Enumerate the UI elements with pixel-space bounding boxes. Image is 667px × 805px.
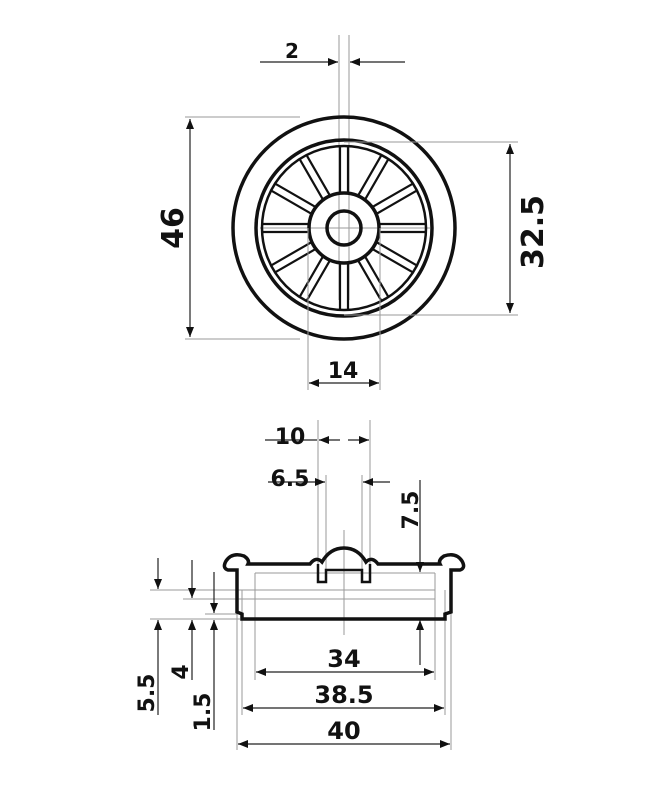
dimension-width-34: 34 bbox=[256, 645, 434, 676]
wheel-inner-rim bbox=[260, 144, 428, 312]
spoke bbox=[378, 222, 426, 234]
hub-grooves bbox=[316, 564, 372, 584]
dimension-width-38-5: 38.5 bbox=[243, 681, 444, 712]
label-14: 14 bbox=[328, 359, 359, 384]
dimension-step-4: 4 bbox=[169, 560, 196, 680]
spoke bbox=[270, 182, 318, 216]
label-34: 34 bbox=[327, 645, 360, 673]
spoke bbox=[338, 262, 350, 310]
wheel-tread bbox=[254, 138, 434, 318]
spokes bbox=[262, 146, 426, 310]
dimension-overall-diameter: 46 bbox=[156, 116, 300, 340]
wheel-profile bbox=[222, 546, 466, 621]
front-view: 46 32.5 2 14 bbox=[156, 35, 551, 390]
dimension-inner-diameter: 32.5 bbox=[344, 141, 551, 316]
spoke bbox=[356, 154, 390, 202]
label-40: 40 bbox=[327, 717, 360, 745]
dimension-width-40: 40 bbox=[238, 717, 450, 748]
spoke bbox=[298, 254, 332, 302]
spoke bbox=[338, 146, 350, 194]
label-46: 46 bbox=[156, 207, 191, 249]
spoke bbox=[370, 240, 418, 274]
spoke bbox=[356, 254, 390, 302]
label-38-5: 38.5 bbox=[314, 681, 373, 709]
dimension-hub-diameter: 14 bbox=[307, 228, 381, 390]
label-32-5: 32.5 bbox=[516, 195, 551, 269]
label-1-5: 1.5 bbox=[191, 693, 216, 732]
dimension-hub-inner-width: 6.5 bbox=[268, 467, 390, 492]
spoke bbox=[262, 222, 310, 234]
wheel-outer-rim bbox=[231, 115, 457, 341]
label-7-5: 7.5 bbox=[399, 491, 424, 530]
label-6-5: 6.5 bbox=[271, 467, 310, 492]
label-10: 10 bbox=[275, 425, 306, 450]
label-4: 4 bbox=[169, 664, 194, 679]
label-5-5: 5.5 bbox=[135, 674, 160, 713]
dimension-step-1-5: 1.5 bbox=[191, 572, 218, 732]
dimension-step-5-5: 5.5 bbox=[135, 558, 162, 715]
spoke bbox=[270, 240, 318, 274]
side-view: 10 6.5 7.5 5.5 4 1.5 bbox=[135, 420, 466, 750]
spoke bbox=[370, 182, 418, 216]
spoke bbox=[298, 154, 332, 202]
axle-hole bbox=[325, 209, 363, 247]
hub bbox=[307, 191, 381, 265]
dimension-hub-outer-width: 10 bbox=[265, 425, 369, 450]
dimension-offset: 2 bbox=[260, 39, 405, 66]
label-2: 2 bbox=[285, 39, 299, 63]
dimension-height: 7.5 bbox=[399, 480, 424, 665]
